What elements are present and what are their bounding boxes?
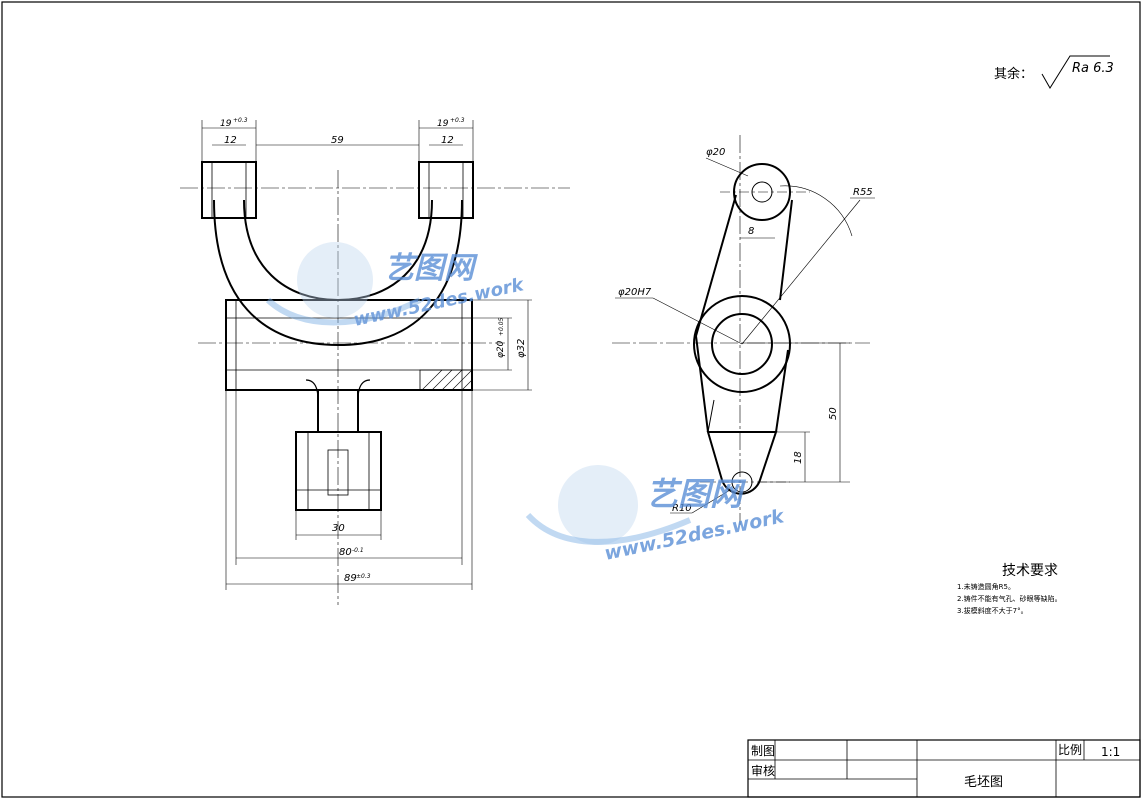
scale-label: 比例	[1058, 743, 1082, 757]
roughness-note: 其余： Ra 6.3	[994, 55, 1114, 89]
svg-text:18: 18	[793, 451, 804, 464]
side-view	[612, 135, 875, 525]
right-lug	[418, 161, 474, 219]
roughness-value: Ra 6.3	[1072, 61, 1114, 76]
section-hatch	[419, 369, 473, 391]
hub-body	[225, 299, 473, 391]
top-boss	[733, 163, 791, 221]
svg-text:80: 80	[339, 547, 352, 558]
scale-value: 1:1	[1101, 745, 1120, 759]
watermark-1: 艺图网 www.52des.work	[265, 242, 526, 331]
svg-text:+0.3: +0.3	[233, 117, 248, 124]
drawing-name: 毛坯图	[964, 775, 1003, 790]
svg-text:φ20: φ20	[706, 147, 725, 158]
bottom-block	[295, 431, 382, 511]
title-block	[747, 739, 1141, 798]
left-lug	[201, 161, 257, 219]
roughness-symbol	[1041, 55, 1110, 89]
svg-text:12: 12	[441, 135, 454, 146]
draw-label: 制图	[751, 744, 775, 758]
tech-req-title: 技术要求	[1002, 563, 1058, 579]
roughness-label: 其余：	[994, 66, 1033, 82]
svg-text:50: 50	[828, 407, 839, 420]
bottom-lug	[706, 431, 778, 495]
side-dimension-labels: φ20 R55 8 φ20H7 50 18 R10	[618, 147, 873, 514]
svg-text:φ20H7: φ20H7	[618, 287, 652, 298]
main-boss	[693, 295, 791, 393]
tech-req-item: 1.未铸造圆角R5。	[957, 582, 1015, 591]
watermark-2: 艺图网 www.52des.work	[525, 465, 787, 565]
svg-text:φ32: φ32	[516, 339, 527, 358]
svg-text:89: 89	[344, 573, 357, 584]
svg-text:+0.3: +0.3	[450, 117, 465, 124]
title-block-text: 制图 审核 比例 1:1 毛坯图	[751, 743, 1120, 790]
svg-text:+0.05: +0.05	[498, 317, 505, 336]
svg-text:30: 30	[332, 523, 345, 534]
check-label: 审核	[751, 763, 775, 778]
technical-requirements: 技术要求 1.未铸造圆角R5。 2.铸件不能有气孔、砂眼等缺陷。 3.拔模斜度不…	[957, 563, 1062, 615]
svg-text:59: 59	[331, 135, 344, 146]
svg-text:±0.3: ±0.3	[356, 573, 371, 580]
tech-req-item: 2.铸件不能有气孔、砂眼等缺陷。	[957, 594, 1062, 603]
svg-text:R55: R55	[853, 187, 873, 198]
svg-text:φ20: φ20	[496, 340, 506, 358]
svg-text:19: 19	[220, 119, 232, 129]
svg-text:艺图网: 艺图网	[646, 475, 747, 513]
svg-text:8: 8	[748, 226, 754, 237]
svg-text:-0.1: -0.1	[352, 547, 364, 554]
svg-text:19: 19	[437, 119, 449, 129]
tech-req-item: 3.拔模斜度不大于7°。	[957, 606, 1028, 615]
fork-outer-arc	[213, 199, 463, 347]
svg-text:R10: R10	[672, 503, 692, 514]
front-dimension-labels: 19 +0.3 12 59 19 +0.3 12 φ20 +0.05 φ32 3…	[220, 117, 527, 584]
main-bore	[711, 313, 773, 375]
svg-text:艺图网: 艺图网	[384, 251, 478, 286]
svg-text:12: 12	[224, 135, 237, 146]
front-view	[180, 120, 570, 605]
